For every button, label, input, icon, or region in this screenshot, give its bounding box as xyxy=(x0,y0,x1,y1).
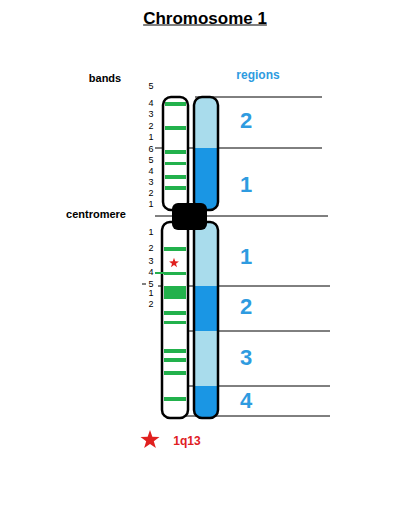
band-number: 4 xyxy=(148,167,153,176)
green-band xyxy=(165,150,186,154)
chromatid-outline xyxy=(163,97,188,210)
marker-label: 1q13 xyxy=(173,435,200,447)
legend-star xyxy=(140,430,159,448)
diagram-title: Chromosome 1 xyxy=(143,10,267,27)
band-number: 5 xyxy=(148,82,153,91)
region-number: 2 xyxy=(240,110,252,132)
green-band xyxy=(165,162,186,165)
band-number: 2 xyxy=(148,300,153,309)
chromatid-outline xyxy=(162,222,188,418)
band-number: 5 xyxy=(148,280,153,289)
green-band xyxy=(165,175,186,179)
band-number: 4 xyxy=(148,99,153,108)
green-band xyxy=(165,186,186,190)
region-number: 1 xyxy=(240,174,252,196)
green-band xyxy=(164,358,186,362)
green-bands-p xyxy=(165,102,186,190)
band-number: 1 xyxy=(148,228,153,237)
region-number: 1 xyxy=(240,246,252,268)
band-number: 4 xyxy=(148,268,153,277)
green-band xyxy=(165,102,186,106)
centromere-label: centromere xyxy=(66,209,126,220)
region-fill xyxy=(194,97,218,210)
band-number: 6 xyxy=(148,145,153,154)
band-number: 1 xyxy=(148,200,153,209)
green-band xyxy=(164,311,186,315)
green-band xyxy=(164,349,186,353)
green-band xyxy=(164,397,186,401)
region-line xyxy=(168,386,330,387)
green-band xyxy=(164,272,186,275)
green-band xyxy=(164,321,186,324)
region-chromatid-p xyxy=(194,97,218,210)
axis-heading: regions xyxy=(236,69,279,81)
region-fill xyxy=(194,286,218,331)
band-number: 3 xyxy=(148,257,153,266)
green-band xyxy=(164,371,186,375)
band-number: 3 xyxy=(148,110,153,119)
chromatid-outline xyxy=(194,222,218,418)
region-number: 2 xyxy=(240,296,252,318)
band-tick xyxy=(155,272,164,274)
region-chromatid-q xyxy=(194,222,218,418)
region-fill xyxy=(194,222,218,418)
axis-heading: bands xyxy=(89,73,121,84)
chromatid-outline xyxy=(194,97,218,210)
band-number: 2 xyxy=(148,122,153,131)
band-number: 1 xyxy=(148,133,153,142)
green-band xyxy=(164,247,186,251)
region-line xyxy=(168,331,330,332)
centromere-block xyxy=(172,203,207,230)
band-number: 3 xyxy=(148,178,153,187)
green-bands-q xyxy=(164,247,186,401)
band-number: 2 xyxy=(148,189,153,198)
green-band xyxy=(164,286,186,299)
green-band xyxy=(165,126,186,130)
region-number: 4 xyxy=(240,390,252,412)
region-number: 3 xyxy=(240,347,252,369)
band-number: 1 xyxy=(148,289,153,298)
region-fill xyxy=(194,386,218,418)
region-line xyxy=(168,416,330,417)
band-number: 5 xyxy=(148,156,153,165)
marker-star xyxy=(169,258,179,267)
band-dash xyxy=(142,284,146,285)
band-number: 2 xyxy=(148,244,153,253)
region-fill xyxy=(194,148,218,210)
